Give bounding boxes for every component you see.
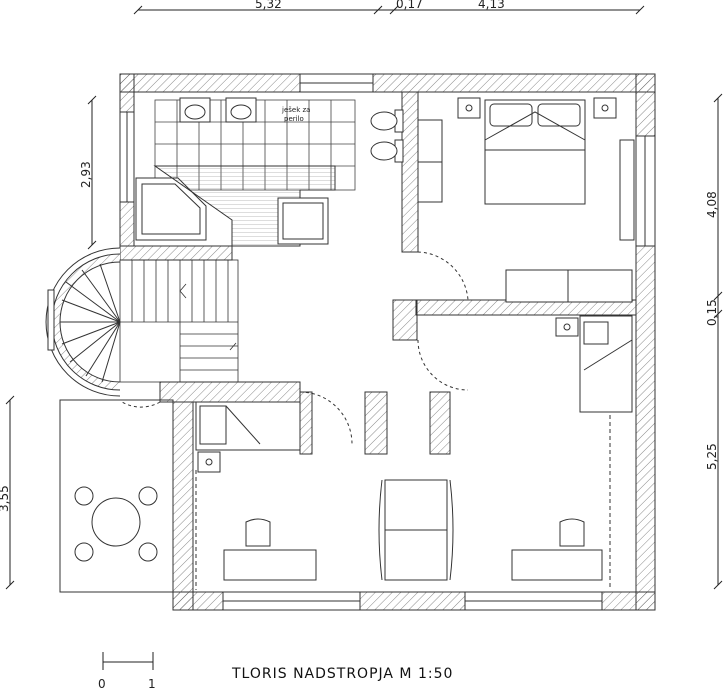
scale-bar-end: 1 [148, 677, 156, 690]
double-bed-icon [484, 99, 586, 205]
dining-table-icon [74, 486, 158, 562]
sink-left [179, 97, 211, 123]
scale-bar [102, 652, 154, 670]
terrace [59, 399, 174, 593]
dimension-top-2: 0,17 [396, 0, 423, 11]
door-swings [121, 251, 469, 445]
nightstand-left [457, 97, 481, 119]
chest-of-drawers [505, 269, 633, 303]
wall-cabinet-right [619, 139, 635, 241]
dimension-top-1: 5,32 [255, 0, 282, 11]
windows [119, 73, 656, 611]
dimension-right-upper: 4,08 [705, 191, 719, 218]
desk-left [223, 518, 317, 581]
right-dimension-line [713, 93, 723, 590]
laundry-label-1: ješek za [281, 106, 310, 114]
dimension-left-upper: 2,93 [79, 161, 93, 188]
laundry-label-2: perilo [284, 115, 304, 123]
nightstand-bedroom-3 [197, 451, 221, 473]
desk-right [511, 518, 603, 581]
bidet-icon [370, 139, 404, 163]
nightstand-right [593, 97, 617, 119]
dimension-top-3: 4,13 [478, 0, 505, 11]
bunk-bed-right [579, 315, 633, 413]
dimension-right-lower: 5,25 [705, 443, 719, 470]
sink-right [225, 97, 257, 123]
dimension-right-middle: 0,15 [705, 299, 719, 326]
central-wardrobe [378, 479, 454, 581]
scale-bar-start: 0 [98, 677, 106, 690]
bunk-bed-left [195, 401, 301, 451]
straight-staircase [119, 259, 239, 383]
nightstand-bedroom-2 [555, 317, 579, 337]
dimension-left-lower: 3,55 [0, 485, 11, 512]
left-dimension-line [5, 95, 97, 590]
toilet-icon [370, 109, 404, 133]
top-dimension-line [133, 5, 645, 15]
drawing-title: TLORIS NADSTROPJA M 1:50 [231, 666, 453, 682]
bathtub-icon [135, 177, 207, 241]
wardrobe-bedroom-1 [417, 119, 443, 203]
spiral-staircase [45, 247, 121, 397]
shower-icon [277, 197, 329, 245]
